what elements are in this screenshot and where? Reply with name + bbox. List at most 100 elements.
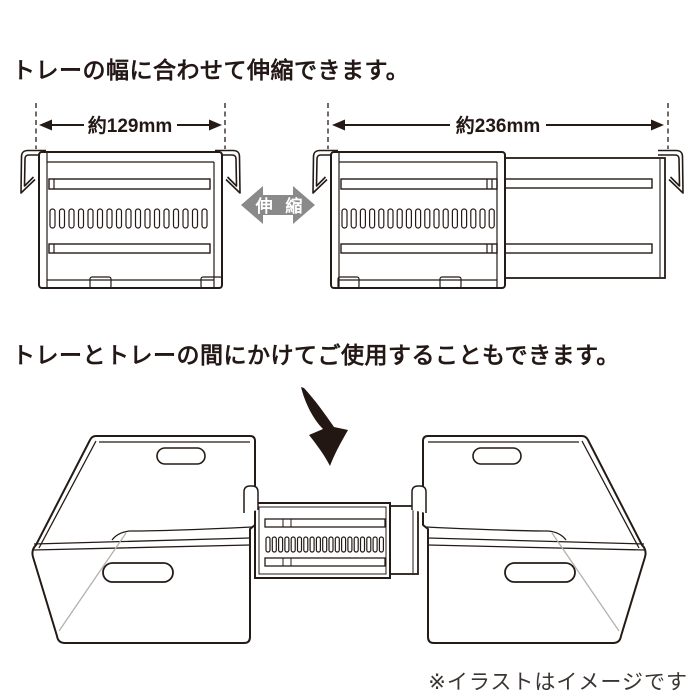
hanger-hook-icon: [312, 149, 338, 194]
slit: [433, 208, 440, 229]
slit: [334, 536, 340, 553]
tray-foot-tab: [337, 276, 360, 289]
arrowhead-right-icon: [651, 119, 664, 131]
slit: [405, 208, 412, 229]
tray-slot: [340, 243, 498, 254]
tray-inner-rim: [338, 153, 498, 287]
sliding-extension-panel: [504, 157, 666, 279]
slot-tick: [486, 244, 493, 253]
slit: [144, 208, 151, 229]
ventilation-slits: [49, 208, 208, 229]
bridge-extension-panel: [389, 505, 419, 575]
stretch-section-heading: トレーの幅に合わせて伸縮できます。: [12, 57, 410, 83]
slit: [191, 208, 199, 229]
dimension-line-compact: 約129mm: [35, 103, 226, 149]
slit: [77, 208, 85, 229]
slit: [347, 536, 353, 553]
slit: [322, 536, 328, 553]
slit: [172, 208, 180, 229]
slit: [68, 208, 75, 229]
slit: [87, 208, 94, 229]
tray-foot-tab: [89, 276, 112, 289]
dimension-line-extended: 約236mm: [327, 103, 669, 149]
tray-body: [330, 151, 506, 289]
slit: [296, 536, 303, 553]
tray-slot: [48, 243, 211, 254]
tray-slot: [340, 178, 498, 190]
hanger-hook-icon: [658, 149, 684, 194]
storage-box-left: [31, 435, 256, 644]
box-front-rim-outer: [32, 537, 251, 551]
ventilation-slits: [265, 536, 384, 553]
box-interior-corner-line: [58, 532, 127, 632]
box-handle-cutout: [504, 562, 576, 583]
compact-width-label: 約129mm: [88, 114, 173, 137]
storage-box-right: [422, 435, 647, 644]
slit: [49, 208, 56, 229]
slit: [488, 208, 495, 229]
slit: [378, 208, 385, 229]
box-rim-inner-line: [38, 440, 250, 549]
slit: [366, 536, 372, 553]
slit: [350, 208, 357, 229]
box-rim-inner-line: [428, 440, 640, 549]
extended-tray-illustration: [312, 149, 684, 289]
ventilation-slits: [341, 208, 495, 229]
box-silhouette: [31, 435, 256, 644]
slit: [461, 208, 468, 229]
slit: [201, 208, 208, 229]
slit: [341, 536, 347, 553]
slit: [309, 536, 315, 553]
extended-width-label: 約236mm: [456, 114, 541, 137]
slit: [106, 208, 113, 229]
slit: [442, 208, 449, 229]
bridge-section-heading: トレーとトレーの間にかけてご使用することもできます。: [12, 342, 620, 368]
double-arrow-shape: [241, 186, 315, 224]
arrowhead-left-icon: [39, 119, 52, 131]
slit: [182, 208, 189, 229]
bridge-hook-icon: [411, 485, 427, 513]
box-interior-corner-line: [551, 532, 620, 632]
bridge-tray-inner-rim: [258, 506, 387, 575]
box-handle-cutout: [472, 447, 522, 465]
stretch-arrow-icon: 伸 縮: [241, 186, 315, 224]
slit: [303, 536, 309, 553]
slit: [424, 208, 431, 229]
hanger-hook-icon: [215, 149, 241, 194]
slit: [134, 208, 142, 229]
slit: [315, 536, 321, 553]
tray-slot: [264, 518, 386, 528]
slot-tick: [486, 179, 493, 189]
extension-panel: [504, 157, 666, 279]
tray-foot-tab: [439, 276, 462, 289]
hanger-hook-icon: [20, 149, 46, 194]
slit: [359, 536, 366, 553]
slit: [479, 208, 486, 229]
slit: [369, 208, 376, 229]
box-handle-cutout: [156, 447, 206, 465]
slit: [372, 536, 378, 553]
slit: [359, 208, 366, 229]
slit: [125, 208, 132, 229]
slit: [290, 536, 296, 553]
slit: [271, 536, 277, 553]
box-handle-cutout: [102, 562, 174, 583]
tray-slot: [264, 557, 386, 567]
slit: [415, 208, 422, 229]
bridge-hook-icon: [243, 485, 259, 513]
box-front-rim-inner: [111, 526, 253, 541]
slit: [163, 208, 170, 229]
illustration-disclaimer-note: ※イラストはイメージです: [428, 671, 688, 694]
slit: [451, 208, 458, 229]
slit: [328, 536, 334, 553]
slit: [284, 536, 290, 553]
slit: [265, 536, 271, 553]
slit: [278, 536, 284, 553]
compact-tray-illustration: [20, 149, 241, 289]
slit: [115, 208, 123, 229]
slit: [378, 536, 384, 553]
slit: [341, 208, 348, 229]
box-silhouette: [422, 435, 647, 644]
